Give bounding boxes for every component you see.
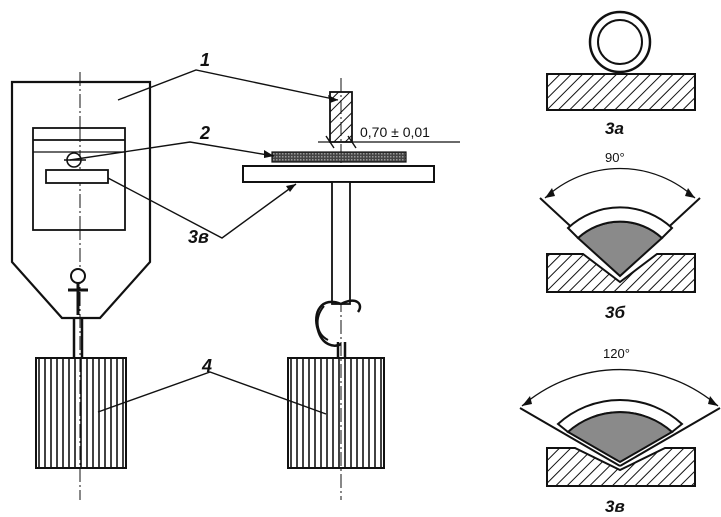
knife-block <box>329 91 353 143</box>
angle-90-arc <box>544 167 696 199</box>
weight-front <box>35 357 127 469</box>
callouts: 1 2 3в 4 <box>69 50 339 415</box>
variant-3v-base <box>546 447 696 487</box>
callout-4: 4 <box>201 356 212 376</box>
variant-3a: 3а <box>546 10 696 138</box>
variant-3a-base <box>546 73 696 111</box>
specimen-strip <box>271 151 407 163</box>
variant-3a-inner-circle <box>597 19 643 65</box>
callout-3v-main: 3в <box>188 227 209 247</box>
variant-3b-base <box>546 253 696 293</box>
support-plate <box>242 165 435 183</box>
housing-frame <box>10 80 152 320</box>
variant-3v: 120° 3в <box>519 346 721 516</box>
hanger-eye <box>70 268 86 284</box>
variant-3a-label: 3а <box>605 119 624 138</box>
variant-3b: 90° 3б <box>539 150 701 322</box>
angle-120-label: 120° <box>603 346 630 361</box>
side-view-assembly: 0,70 ± 0,01 <box>242 78 460 500</box>
gap-dimension-label: 0,70 ± 0,01 <box>360 124 430 140</box>
variant-3b-label: 3б <box>605 303 625 322</box>
callout-2: 2 <box>199 123 210 143</box>
weight-side <box>287 357 385 469</box>
angle-120-arc <box>521 368 719 407</box>
front-view-assembly <box>10 72 152 500</box>
gap-dimension: 0,70 ± 0,01 <box>318 124 460 149</box>
anvil-block-front <box>45 169 109 184</box>
angle-90-label: 90° <box>605 150 625 165</box>
variant-3v-label: 3в <box>605 497 625 516</box>
variant-3v-specimen <box>566 411 674 464</box>
side-rod <box>331 181 351 305</box>
callout-1: 1 <box>200 50 210 70</box>
